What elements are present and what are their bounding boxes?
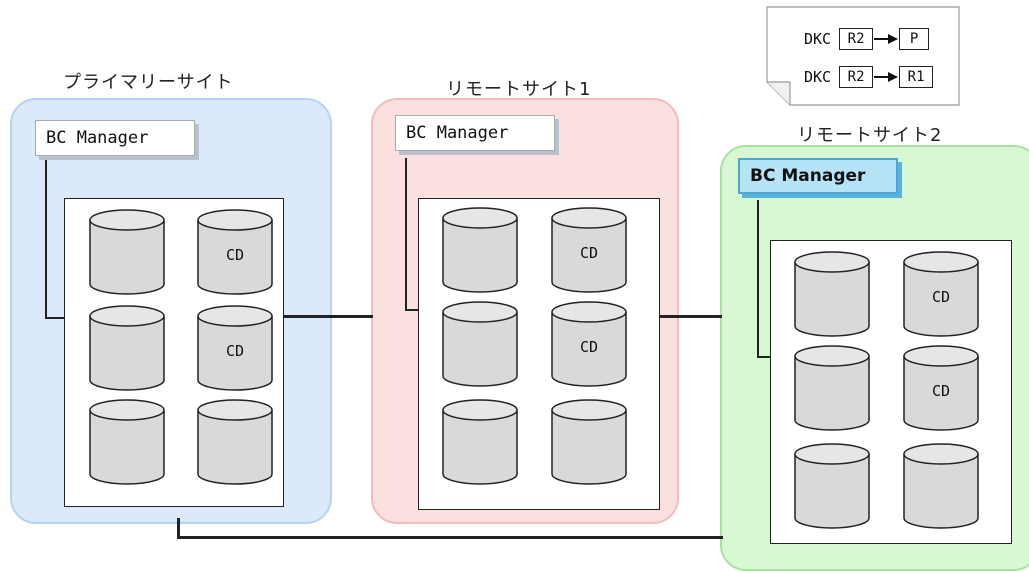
disk-label: CD — [225, 342, 245, 360]
legend-dkc-label: DKC — [804, 68, 832, 86]
remote-site-2-label: リモートサイト2 — [797, 125, 943, 146]
primary-manager-connector-v — [45, 158, 47, 318]
remote1-manager-connector-v — [405, 158, 407, 310]
remote2-disk: CD — [902, 250, 980, 338]
remote2-disk — [793, 250, 871, 338]
remote1-disk: CD — [550, 206, 628, 294]
remote1-disk — [550, 398, 628, 486]
primary-manager-connector-h — [45, 317, 65, 319]
remote2-disk — [793, 442, 871, 530]
remote1-disk — [441, 398, 519, 486]
link-primary-remote2-bottom — [177, 536, 723, 539]
legend: DKC R2 P DKC R2 R1 — [766, 6, 960, 106]
primary-disk — [88, 398, 166, 486]
remote1-disk — [441, 300, 519, 388]
primary-bc-manager: BC Manager — [35, 120, 195, 156]
legend-source-box: R2 — [839, 28, 874, 50]
disk-label: CD — [931, 288, 951, 306]
disk-label: CD — [579, 338, 599, 356]
legend-target-box: R1 — [899, 66, 934, 88]
primary-site-label: プライマリーサイト — [63, 72, 234, 93]
remote-site-1-label: リモートサイト1 — [446, 79, 592, 100]
primary-disk — [88, 208, 166, 296]
remote1-manager-connector-h — [405, 309, 419, 311]
remote2-disk — [793, 344, 871, 432]
remote2-manager-connector-v — [757, 200, 759, 357]
remote1-disk: CD — [550, 300, 628, 388]
disk-label: CD — [931, 382, 951, 400]
primary-disk: CD — [196, 208, 274, 296]
arrow-right-icon — [874, 72, 899, 82]
remote1-disk — [441, 206, 519, 294]
legend-row-1: DKC R2 P — [804, 28, 930, 50]
legend-source-box: R2 — [839, 66, 874, 88]
legend-note-shape — [766, 6, 960, 106]
remote1-bc-manager: BC Manager — [395, 115, 555, 151]
remote2-disk: CD — [902, 344, 980, 432]
link-remote1-remote2 — [658, 315, 722, 318]
disk-label: CD — [225, 246, 245, 264]
remote2-disk — [902, 442, 980, 530]
primary-disk: CD — [196, 304, 274, 392]
remote2-bc-manager: BC Manager — [738, 158, 898, 194]
remote2-manager-connector-h — [757, 356, 771, 358]
legend-target-box: P — [899, 28, 930, 50]
legend-row-2: DKC R2 R1 — [804, 66, 934, 88]
primary-disk — [88, 304, 166, 392]
primary-disk — [196, 398, 274, 486]
legend-dkc-label: DKC — [804, 30, 832, 48]
arrow-right-icon — [874, 34, 899, 44]
link-primary-remote2-down — [177, 518, 180, 538]
disk-label: CD — [579, 244, 599, 262]
link-primary-remote1 — [280, 315, 373, 318]
